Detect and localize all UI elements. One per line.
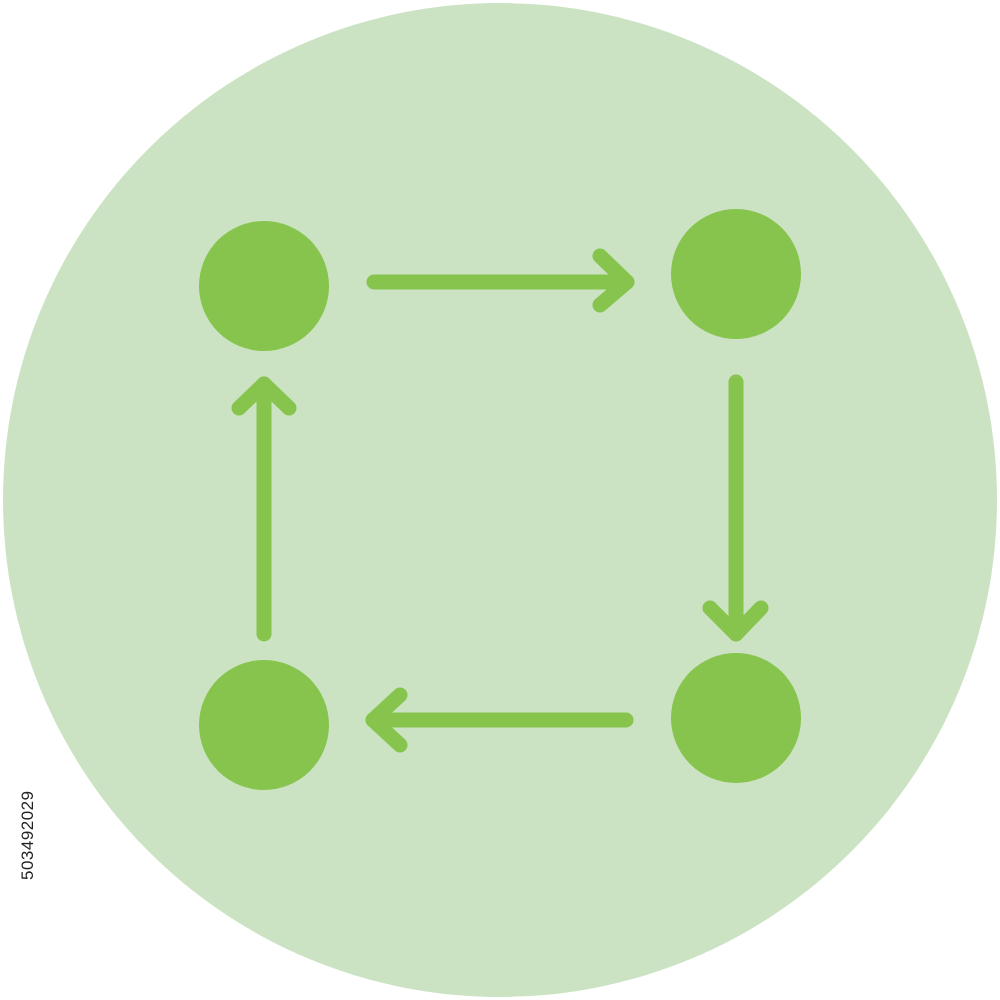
arrow-right	[366, 248, 635, 313]
background-circle	[3, 3, 997, 997]
arrow-up	[231, 376, 297, 642]
stock-id-label: 503492029	[18, 790, 37, 880]
node-bottom-right	[671, 653, 801, 783]
node-top-right	[671, 209, 801, 339]
arrow-down	[702, 374, 769, 642]
node-bottom-left	[199, 660, 329, 790]
arrow-left	[365, 687, 634, 753]
node-top-left	[199, 221, 329, 351]
